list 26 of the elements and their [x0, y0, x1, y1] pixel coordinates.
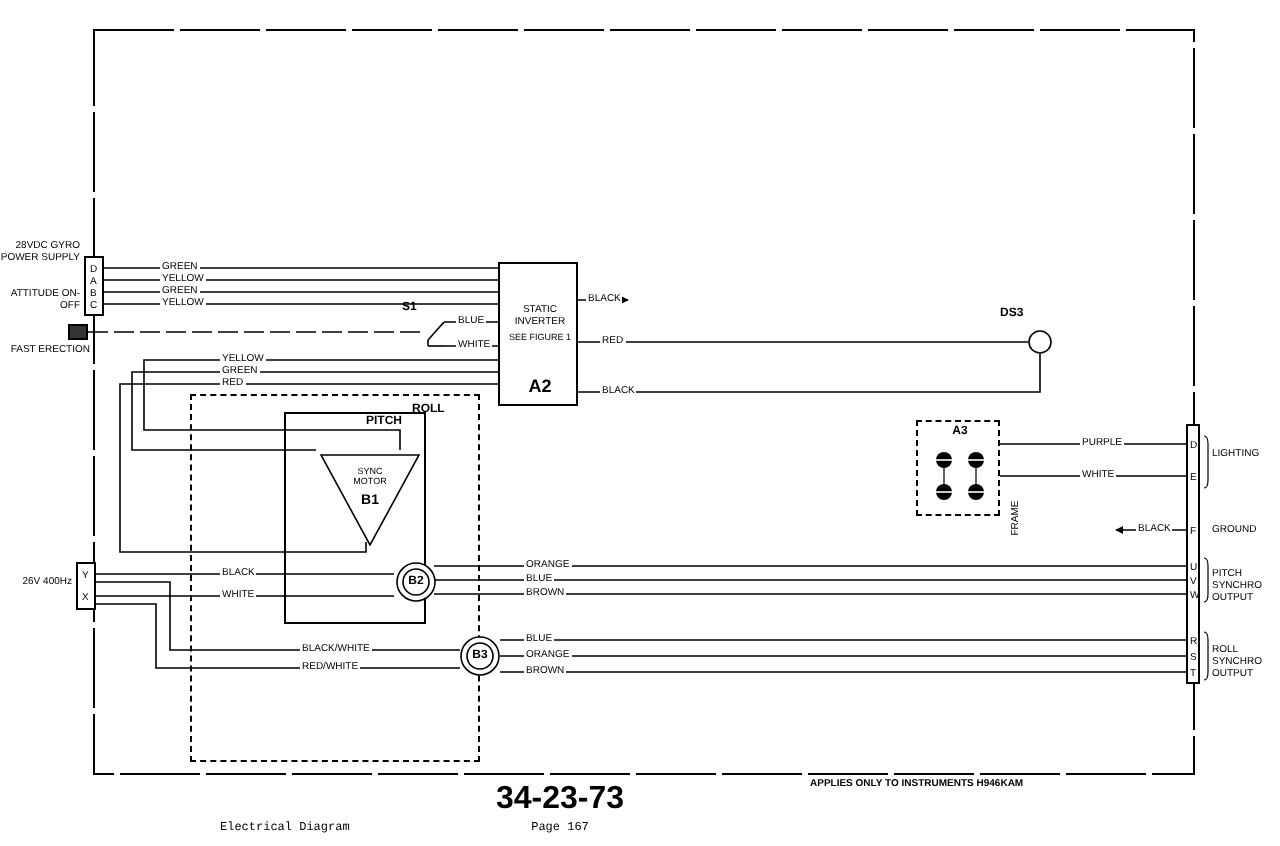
wire [87, 331, 425, 333]
wire [103, 303, 499, 305]
lamp-panel [916, 420, 1000, 516]
inverter-box [498, 262, 578, 406]
wire [143, 359, 499, 451]
wire [95, 573, 395, 575]
note-text: 34-23-73 [493, 782, 627, 818]
wire [577, 341, 1029, 343]
wire [131, 371, 499, 451]
wire [433, 579, 1187, 581]
connector-block [76, 562, 96, 610]
wire [499, 639, 1187, 641]
wire [433, 565, 1187, 567]
wire [103, 291, 499, 293]
component-id: A2 [526, 376, 554, 396]
connector-block [84, 256, 104, 316]
wire [103, 267, 499, 269]
wire [103, 279, 499, 281]
pitch-enclosure [284, 412, 426, 624]
connector-block [1186, 424, 1200, 684]
wire [499, 671, 1187, 673]
wire [119, 383, 499, 553]
wire [499, 655, 1187, 657]
wire [95, 595, 395, 597]
wire [433, 593, 1187, 595]
wire [577, 353, 1041, 393]
